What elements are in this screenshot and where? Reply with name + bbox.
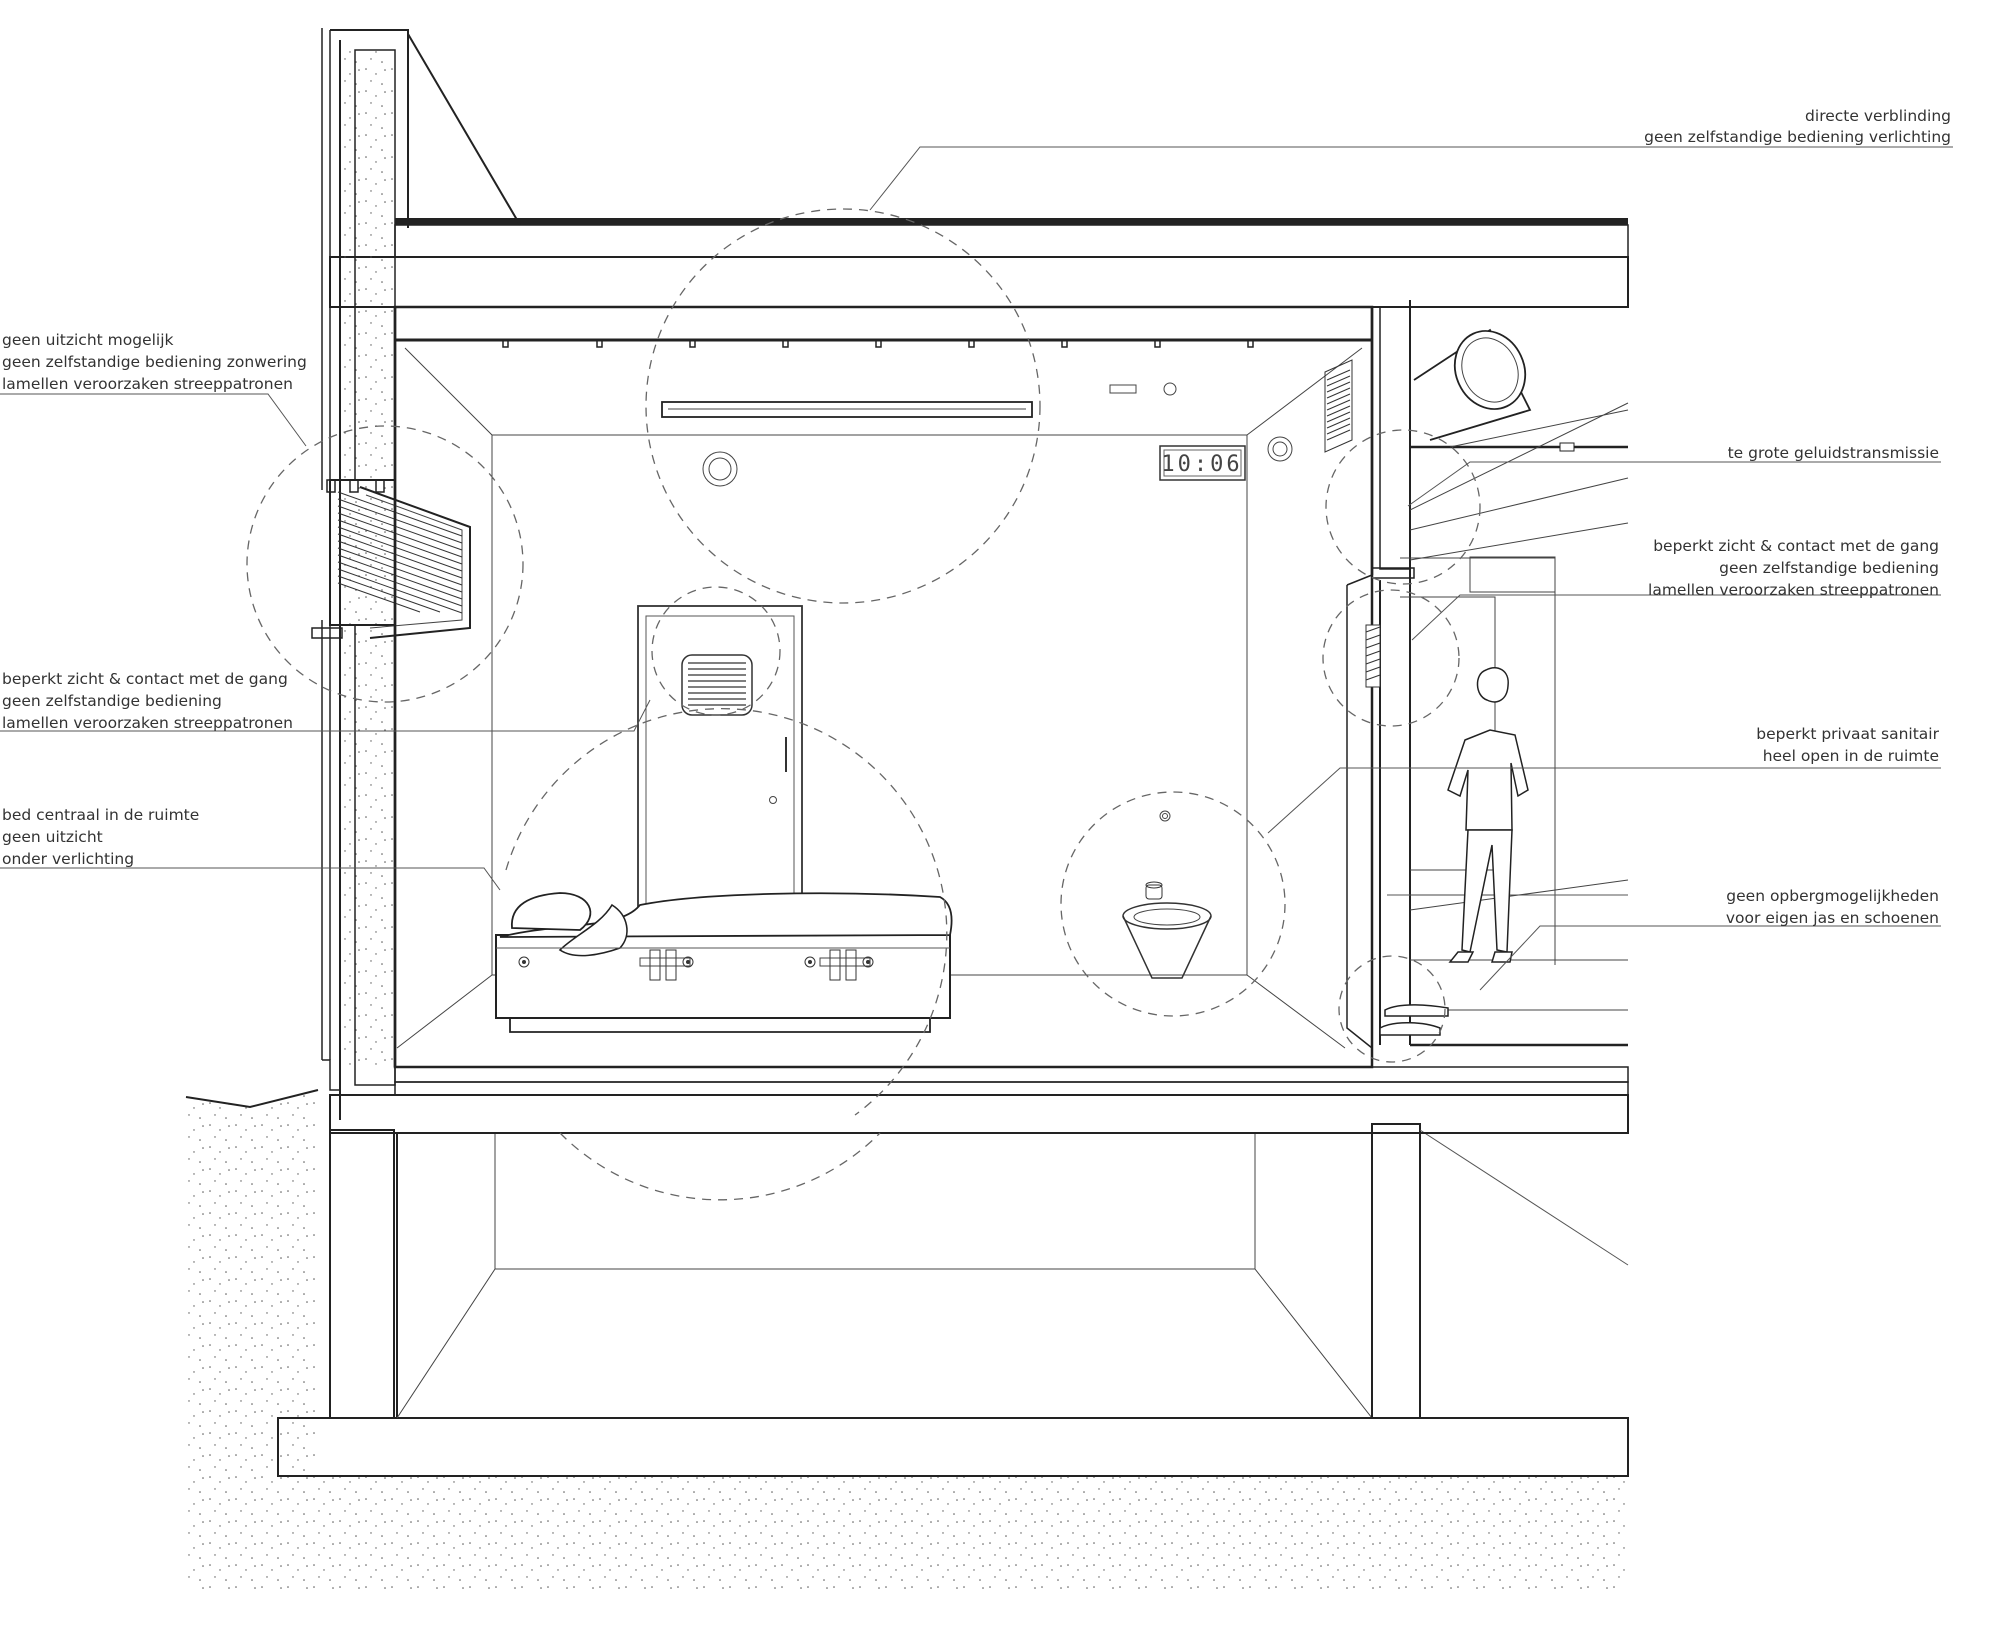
leader-lines bbox=[0, 146, 1953, 991]
annotation-line: geen opbergmogelijkheden bbox=[1726, 887, 1939, 905]
clock-display: 10:06 bbox=[1161, 452, 1242, 477]
annotation-line: geen uitzicht mogelijk bbox=[2, 331, 174, 349]
basement-space bbox=[396, 1123, 1629, 1419]
person bbox=[1447, 666, 1529, 963]
shoes bbox=[1379, 1004, 1449, 1036]
annotation-line: beperkt zicht & contact met de gang bbox=[2, 670, 288, 688]
annotations: directe verblinding geen zelfstandige be… bbox=[2, 107, 1951, 927]
annotation-line: geen zelfstandige bediening verlichting bbox=[1644, 128, 1951, 146]
ground bbox=[185, 1089, 1629, 1590]
corridor-wall bbox=[1346, 300, 1415, 1049]
annotation-line: onder verlichting bbox=[2, 850, 134, 868]
exterior-louvred-window bbox=[326, 479, 471, 639]
annotation-line: geen uitzicht bbox=[2, 828, 103, 846]
annotation-line: directe verblinding bbox=[1805, 107, 1951, 125]
annotation-line: geen zelfstandige bediening bbox=[2, 692, 222, 710]
annotation-line: beperkt zicht & contact met de gang bbox=[1653, 537, 1939, 555]
annotation-line: geen zelfstandige bediening bbox=[1719, 559, 1939, 577]
annotation-line: bed centraal in de ruimte bbox=[2, 806, 199, 824]
annotation-line: lamellen veroorzaken streeppatronen bbox=[2, 714, 293, 732]
annotation-line: lamellen veroorzaken streeppatronen bbox=[1648, 581, 1939, 599]
toilet bbox=[1122, 810, 1212, 979]
annotation-line: beperkt privaat sanitair bbox=[1756, 725, 1939, 743]
annotation-line: lamellen veroorzaken streeppatronen bbox=[2, 375, 293, 393]
corridor bbox=[1379, 328, 1629, 1047]
annotation-line: heel open in de ruimte bbox=[1763, 747, 1939, 765]
duct bbox=[1413, 328, 1532, 441]
bed bbox=[495, 892, 953, 1033]
roof bbox=[329, 29, 1629, 348]
annotation-line: geen zelfstandige bediening zonwering bbox=[2, 353, 307, 371]
zone-circles bbox=[246, 208, 1481, 1201]
cell-room bbox=[393, 305, 1374, 1069]
floor-slab bbox=[329, 1066, 1629, 1134]
annotation-line: voor eigen jas en schoenen bbox=[1726, 909, 1939, 927]
annotation-line: te grote geluidstransmissie bbox=[1728, 444, 1939, 462]
